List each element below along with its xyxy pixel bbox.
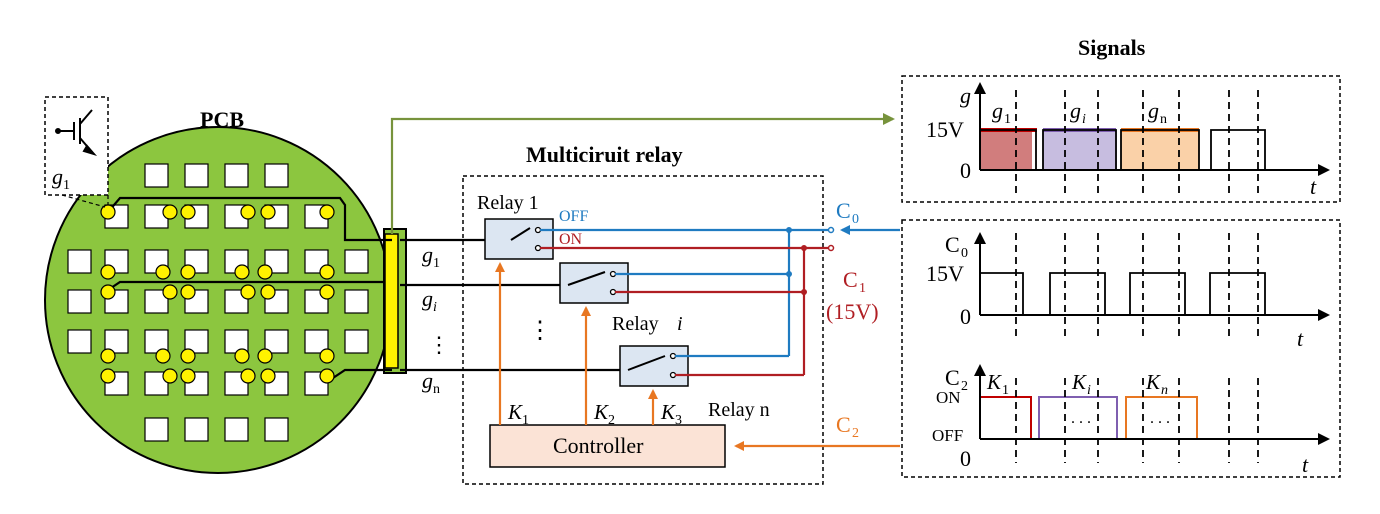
c0-plot-ylabel-sub: 0 [961,246,968,261]
c2-plot-xlabel: t [1302,452,1309,477]
g-plot-labn: g [1148,98,1159,123]
relay-i-label: Relay [612,313,659,335]
signals-title: Signals [1078,35,1146,60]
c1-input-value: (15V) [826,299,879,324]
c0-input-sub: 0 [852,212,859,227]
k2-label: K [593,400,609,424]
c2-plot-k1: K [986,370,1002,394]
controller-label: Controller [553,433,644,458]
c0-plot-zero: 0 [960,304,971,329]
pcb-out-gi-sub: i [433,300,437,315]
relay-block-frame [462,175,824,485]
pcb-pads [100,204,335,384]
g-plot-lab1-sub: 1 [1004,112,1011,127]
c2-plot-ki-sub: i [1087,383,1091,398]
k2-sub: 2 [608,413,615,428]
relay-i-sub: i [677,313,683,335]
c2-input-sub: 2 [852,426,859,441]
c2-plot-dots-i: . . . [1071,410,1091,427]
c2-plot [974,364,1330,463]
on-label: ON [559,231,583,248]
k3-sub: 3 [675,413,682,428]
green-signal-arrow [390,113,895,234]
g-plot-zero: 0 [960,158,971,183]
relay-vdots: ⋮ [528,318,552,344]
c2-plot-ylabel: C [945,365,960,390]
g-plot-labn-sub: n [1160,112,1167,127]
c-plots-frame [901,219,1341,478]
inset-gate-sub: 1 [63,178,70,193]
pcb-out-gn: g [422,368,433,393]
igbt-inset: g 1 [44,96,109,208]
g-plot-labi-sub: i [1082,112,1086,127]
pcb-connector [384,233,399,369]
c0-plot-ylabel: C [945,232,960,257]
pcb-out-gn-sub: n [433,382,440,397]
c0-plot-xlabel: t [1297,326,1304,351]
c2-plot-on: ON [936,388,961,407]
c1-input-sub: 1 [859,281,866,296]
c0-terminal [827,226,835,234]
c1-input-label: C [843,267,858,292]
c2-plot-k1-sub: 1 [1002,383,1009,398]
pcb-out-gi: g [422,286,433,311]
relay-n [619,345,689,387]
control-arrows [495,262,658,425]
g-plot [974,82,1330,195]
g-plot-lab1: g [992,98,1003,123]
relay-i [559,262,629,304]
k1-sub: 1 [522,413,529,428]
c0-input-label: C [836,198,851,223]
off-label: OFF [559,208,588,225]
pcb-out-g1-sub: 1 [433,256,440,271]
pcb-out-g1: g [422,242,433,267]
c2-plot-kn-sub: n [1161,383,1168,398]
c2-plot-dots-n: . . . [1150,410,1170,427]
c2-plot-ki: K [1071,370,1087,394]
inset-gate-label: g [52,164,63,189]
c0-plot-15v: 15V [926,261,964,286]
controller-box [489,424,726,468]
g-plot-ylabel: g [960,83,971,108]
k1-label: K [507,400,523,424]
pcb-holes [67,163,369,442]
c2-plot-zero: 0 [960,446,971,471]
g-plot-xlabel: t [1310,174,1317,199]
k3-label: K [660,400,676,424]
pcb-out-dots: ⋮ [428,332,450,357]
c1-terminal [827,244,835,252]
c2-plot-off: OFF [932,426,963,445]
off-bus-blue [540,228,831,358]
c2-plot-kn: K [1145,370,1161,394]
relay-1-label: Relay 1 [477,192,539,214]
g-plot-frame [901,75,1341,203]
c0-plot [974,232,1330,340]
c2-input-label: C [836,412,851,437]
on-bus-red [540,246,831,377]
transistor-icon [55,109,98,156]
relay-block-title: Multiciruit relay [526,142,683,167]
g-plot-labi: g [1070,98,1081,123]
relay-n-label: Relay n [708,399,770,421]
c2-plot-ylabel-sub: 2 [961,379,968,394]
relay-1 [484,218,554,260]
g-plot-15v: 15V [926,117,964,142]
